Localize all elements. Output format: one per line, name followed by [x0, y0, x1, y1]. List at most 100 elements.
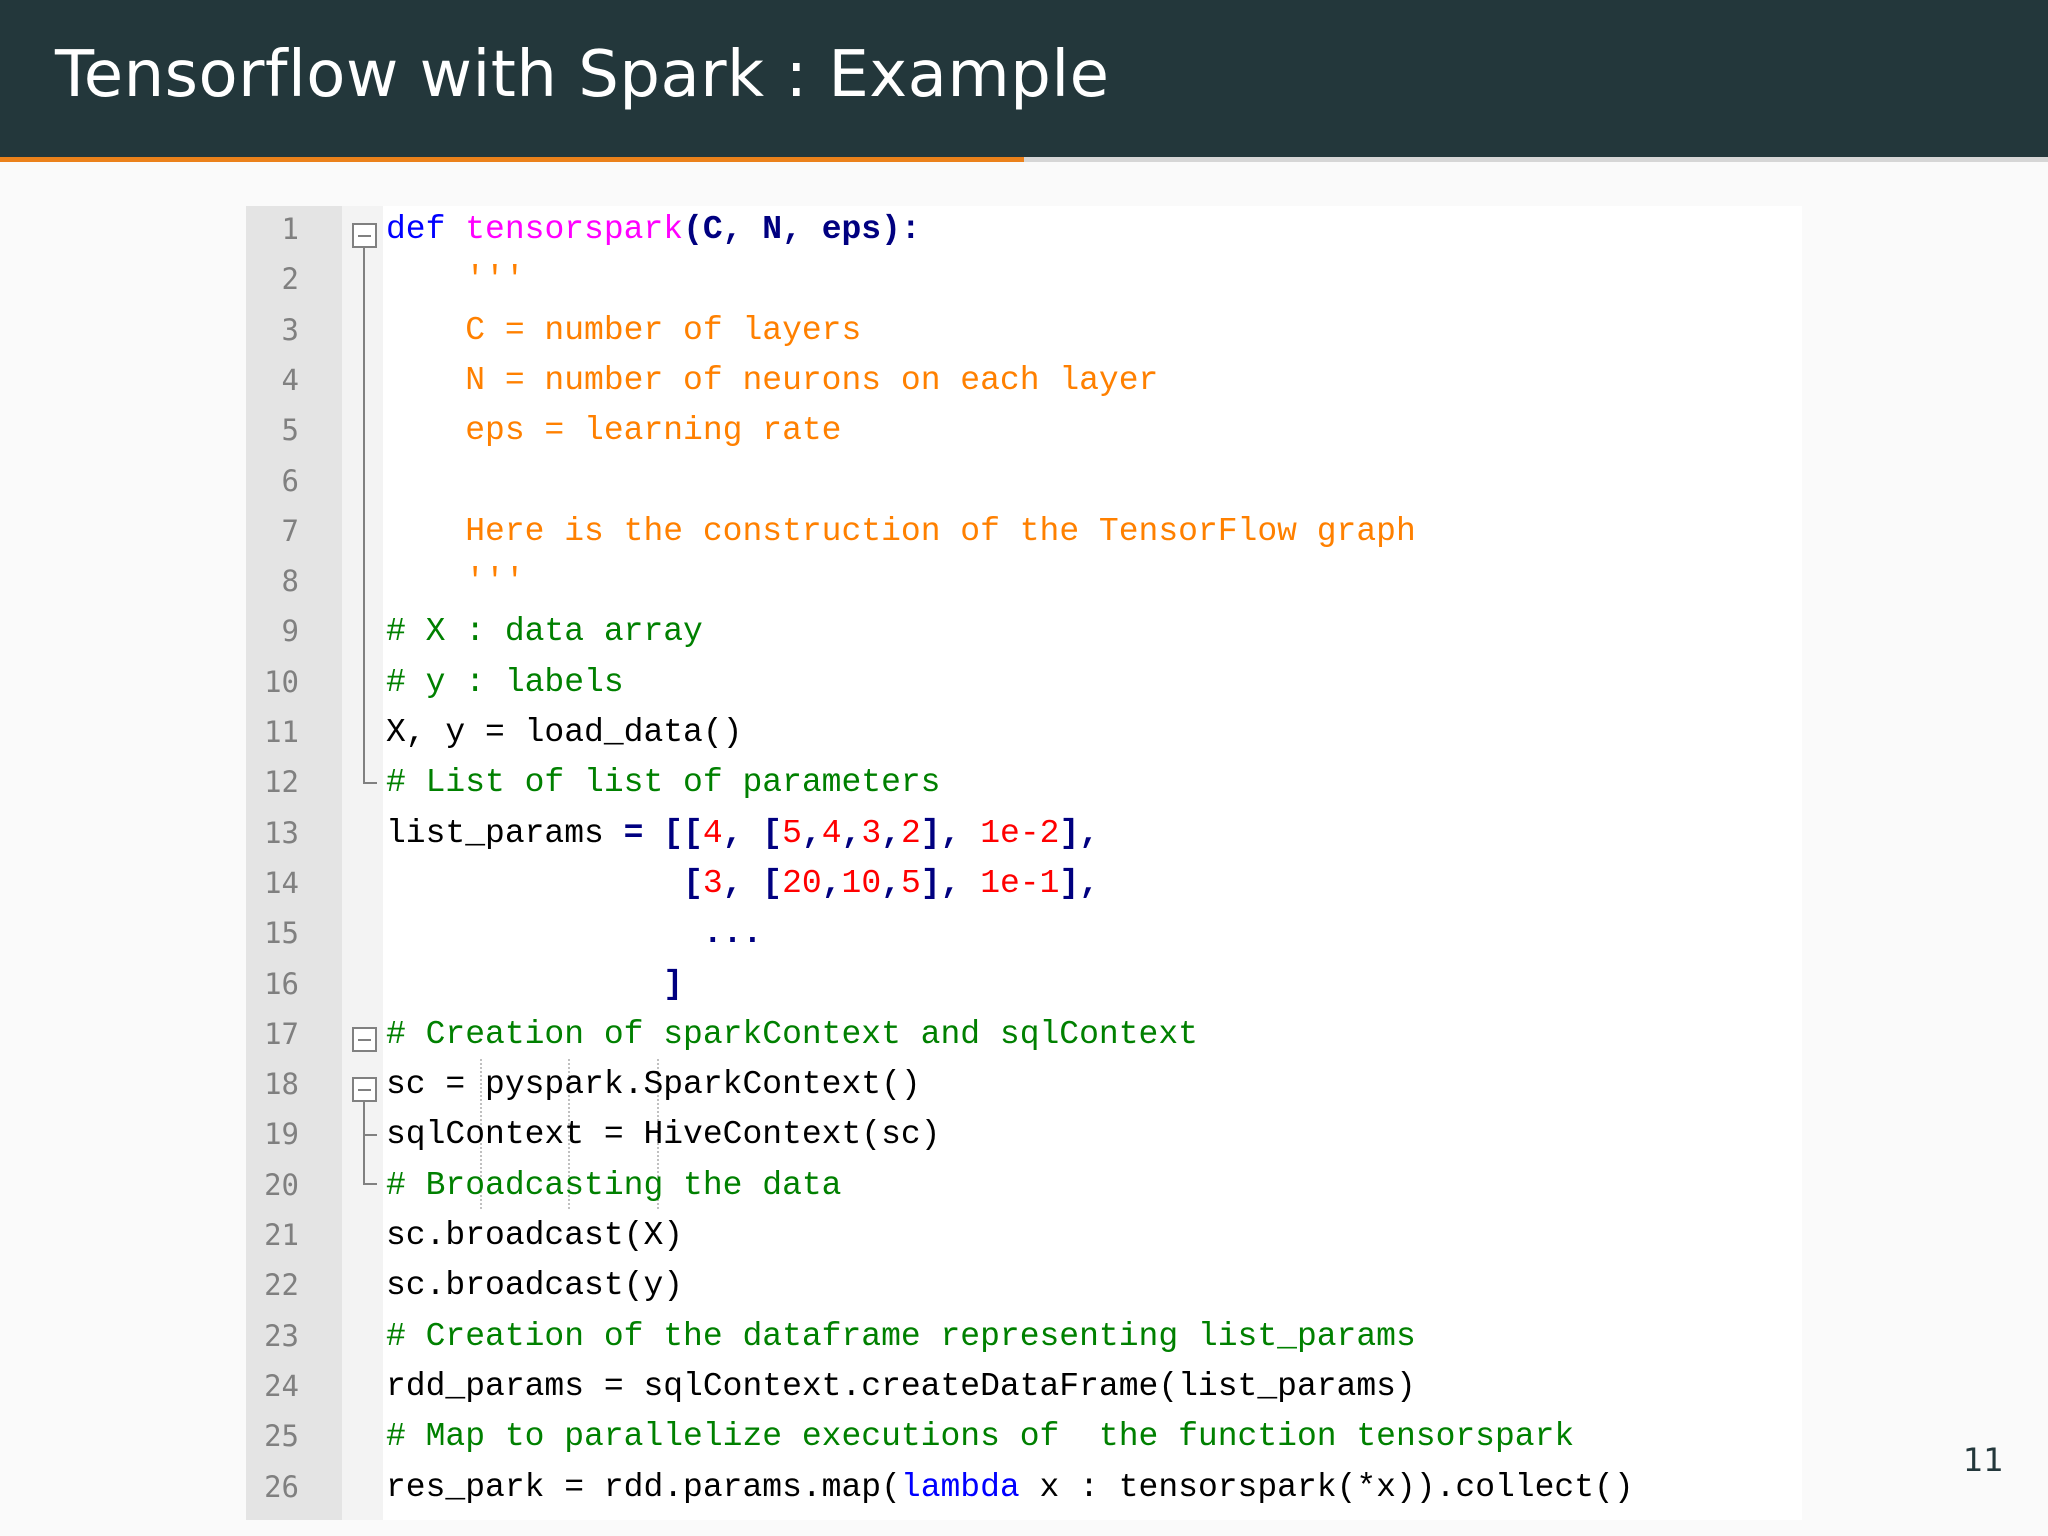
code-text: res_park = rdd.params.map(lambda x : ten… [386, 1469, 1634, 1506]
code-line: 11 X, y = load_data() [246, 709, 1802, 759]
code-token: x : tensorspark(*x)).collect() [1019, 1468, 1634, 1506]
code-text: def tensorspark(C, N, eps): [386, 211, 921, 248]
line-number: 21 [264, 1218, 299, 1252]
code-token: 2 [900, 814, 921, 852]
code-token: rdd_params = sqlContext.createDataFrame(… [386, 1367, 1416, 1405]
code-token: X, y = load_data() [386, 714, 743, 751]
code-token [386, 513, 465, 550]
line-number: 8 [281, 564, 299, 599]
code-token: N = number of neurons on each layer [465, 361, 1159, 399]
code-line: 24 rdd_params = sqlContext.createDataFram… [246, 1363, 1802, 1413]
code-token: ], [1059, 864, 1100, 902]
progress-bar-track [0, 157, 2048, 162]
code-token: # Map to parallelize executions of the f… [386, 1418, 1575, 1456]
line-number: 11 [264, 715, 299, 749]
progress-bar-fill [0, 157, 1024, 162]
code-line: 2 ''' [246, 256, 1802, 306]
code-token: lambda [900, 1468, 1020, 1506]
code-token: sc = pyspark.SparkContext() [386, 1066, 921, 1104]
code-line: 15 ... [246, 910, 1802, 960]
line-number: 12 [264, 765, 299, 800]
code-token: , [722, 864, 763, 902]
code-text: rdd_params = sqlContext.createDataFrame(… [386, 1368, 1416, 1405]
line-number: 20 [264, 1167, 299, 1202]
code-text: ] [386, 966, 683, 1003]
line-number: 25 [264, 1419, 299, 1454]
code-text: # Broadcasting the data [386, 1167, 841, 1204]
line-number: 1 [281, 212, 299, 246]
code-token [386, 312, 465, 349]
code-token [386, 412, 465, 449]
code-token: 4 [702, 814, 723, 852]
code-token: , [881, 864, 901, 902]
indent-guide [480, 1059, 482, 1209]
line-number: 16 [264, 966, 299, 1001]
code-token: , [841, 814, 862, 852]
indent-guide [657, 1059, 659, 1209]
code-token: , [881, 814, 901, 852]
line-number: 23 [264, 1318, 299, 1353]
code-text: X, y = load_data() [386, 714, 742, 751]
line-number: 15 [264, 916, 299, 951]
code-text: sc.broadcast(X) [386, 1217, 683, 1254]
code-text: sc = pyspark.SparkContext() [386, 1066, 921, 1103]
code-token: , [821, 864, 842, 902]
code-text: ''' [386, 563, 524, 600]
code-token: Here is the construction of the TensorFl… [465, 512, 1416, 550]
code-token: 5 [782, 814, 802, 852]
line-number: 7 [281, 513, 299, 548]
code-token [386, 261, 465, 298]
code-text: C = number of layers [386, 312, 861, 349]
code-token: ], [1059, 814, 1100, 852]
code-line: 14 [3, [20,10,5], 1e-1], [246, 860, 1802, 910]
code-text: ... [386, 915, 762, 952]
code-token [386, 563, 465, 600]
code-text: eps = learning rate [386, 412, 841, 449]
code-text: # X : data array [386, 613, 703, 650]
line-number: 26 [264, 1469, 299, 1504]
code-line: 4 N = number of neurons on each layer [246, 357, 1802, 407]
code-token: (C, N, eps) [683, 211, 901, 248]
code-token: , [801, 814, 822, 852]
fold-collapse-icon [352, 1027, 377, 1052]
code-line: 16 ] [246, 961, 1802, 1011]
code-token: [ [762, 864, 783, 902]
code-token: [[ [663, 814, 703, 852]
fold-end-marker [363, 1183, 377, 1185]
code-token: # List of list of parameters [386, 764, 941, 802]
code-line: 25 # Map to parallelize executions of the… [246, 1413, 1802, 1463]
code-token: 1e-1 [980, 864, 1060, 902]
line-number: 18 [264, 1067, 299, 1102]
code-line: 6 [246, 458, 1802, 508]
line-number: 4 [281, 362, 299, 397]
code-token [386, 865, 683, 902]
code-token: [ [683, 864, 703, 902]
indent-guide [568, 1059, 570, 1209]
code-token [445, 211, 465, 248]
code-token: sqlContext = HiveContext(sc) [386, 1116, 941, 1154]
code-token: eps = learning rate [465, 412, 842, 450]
code-text: # Creation of the dataframe representing… [386, 1318, 1416, 1355]
line-number: 24 [264, 1368, 299, 1403]
code-line: 12 # List of list of parameters [246, 759, 1802, 809]
line-number: 22 [264, 1268, 299, 1303]
code-line: 8 ''' [246, 558, 1802, 608]
code-text: # Map to parallelize executions of the f… [386, 1418, 1574, 1455]
code-token [386, 966, 663, 1003]
code-token [643, 815, 663, 852]
code-token: : [900, 211, 921, 248]
code-line: 21 sc.broadcast(X) [246, 1212, 1802, 1262]
code-line: 7 Here is the construction of the Tensor… [246, 508, 1802, 558]
code-text: ''' [386, 261, 524, 298]
code-line: 18 sc = pyspark.SparkContext() [246, 1061, 1802, 1111]
code-token: 1e-2 [980, 814, 1060, 852]
code-line: 1 def tensorspark(C, N, eps): [246, 206, 1802, 256]
code-token: C = number of layers [465, 311, 862, 349]
code-token: # y : labels [386, 663, 624, 701]
line-number: 17 [264, 1016, 299, 1051]
code-text: [3, [20,10,5], 1e-1], [386, 865, 1099, 902]
code-line: 9# X : data array [246, 608, 1802, 658]
code-token: [ [762, 814, 783, 852]
